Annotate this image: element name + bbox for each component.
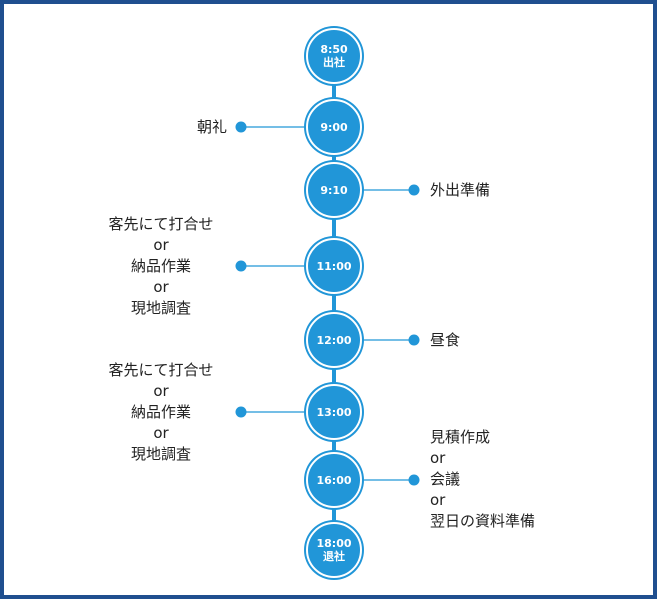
timeline-node-4: 12:00 — [306, 312, 362, 368]
event-label-0: 朝礼 — [197, 117, 227, 138]
node-time: 16:00 — [316, 473, 352, 487]
event-label-2: 客先にて打合せ or 納品作業 or 現地調査 — [76, 214, 246, 319]
event-label-line: 翌日の資料準備 — [430, 511, 536, 530]
event-label-line: 現地調査 — [130, 298, 191, 317]
event-label-1: 外出準備 — [430, 180, 490, 201]
event-label-line: 見積作成 — [430, 427, 491, 446]
event-label-line: 客先にて打合せ — [108, 214, 214, 233]
event-label-line: 朝礼 — [196, 117, 227, 136]
event-label-line: or — [430, 490, 446, 509]
node-subtitle: 出社 — [323, 56, 345, 69]
node-time: 12:00 — [316, 333, 352, 347]
timeline-node-2: 9:10 — [306, 162, 362, 218]
event-label-line: 現地調査 — [130, 444, 191, 463]
event-label-line: or — [430, 448, 446, 467]
branch-dot-5 — [408, 474, 420, 486]
branch-dot-1 — [408, 184, 420, 196]
event-label-line: or — [153, 423, 169, 442]
branch-dot-4 — [235, 406, 247, 418]
node-time: 18:00 — [316, 537, 352, 550]
event-label-line: 会議 — [430, 469, 461, 488]
event-label-line: or — [153, 381, 169, 400]
node-time: 8:50 — [320, 43, 348, 56]
branch-dot-2 — [235, 260, 247, 272]
node-time: 9:10 — [320, 183, 348, 197]
event-label-4: 客先にて打合せ or 納品作業 or 現地調査 — [76, 360, 246, 465]
event-label-5: 見積作成 or 会議 or 翌日の資料準備 — [430, 427, 535, 532]
event-label-line: 納品作業 — [130, 402, 191, 421]
event-label-3: 昼食 — [430, 330, 460, 351]
branch-dot-0 — [235, 121, 247, 133]
timeline-node-1: 9:00 — [306, 99, 362, 155]
timeline-node-3: 11:00 — [306, 238, 362, 294]
node-time: 11:00 — [316, 259, 352, 273]
node-time: 13:00 — [316, 405, 352, 419]
event-label-line: 客先にて打合せ — [108, 360, 214, 379]
node-time: 9:00 — [320, 120, 348, 134]
event-label-line: 納品作業 — [130, 256, 191, 275]
event-label-line: 昼食 — [430, 330, 461, 349]
event-label-line: 外出準備 — [430, 180, 491, 199]
timeline-node-6: 16:00 — [306, 452, 362, 508]
event-label-line: or — [153, 277, 169, 296]
branch-dot-3 — [408, 334, 420, 346]
event-label-line: or — [153, 235, 169, 254]
node-subtitle: 退社 — [323, 550, 345, 563]
timeline-node-5: 13:00 — [306, 384, 362, 440]
